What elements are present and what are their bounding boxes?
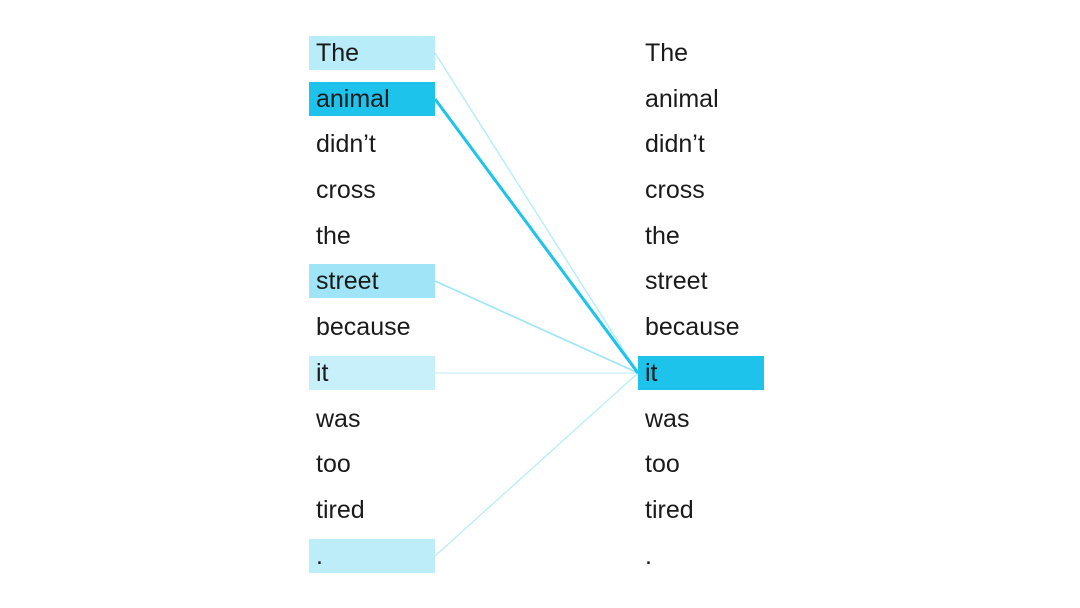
source-token-label: too <box>316 450 351 479</box>
source-token-8: was <box>309 402 435 436</box>
target-token-highlight <box>638 355 764 390</box>
source-token-label: because <box>316 313 411 342</box>
source-token-3: cross <box>309 173 435 207</box>
target-token-3: cross <box>638 173 764 207</box>
attention-link-1 <box>433 98 640 374</box>
target-token-8: was <box>638 402 764 436</box>
target-token-label: because <box>645 313 740 342</box>
target-token-highlight <box>638 539 764 573</box>
target-token-label: was <box>645 404 690 433</box>
target-token-0: The <box>638 36 764 70</box>
source-token-label: animal <box>316 84 390 113</box>
target-token-1: animal <box>638 82 764 116</box>
target-token-label: too <box>645 450 680 479</box>
source-token-2: didn’t <box>309 127 435 161</box>
target-token-2: didn’t <box>638 127 764 161</box>
target-token-10: tired <box>638 493 764 527</box>
source-token-4: the <box>309 219 435 253</box>
source-token-label: tired <box>316 495 365 524</box>
source-token-highlight <box>309 355 435 390</box>
target-token-label: street <box>645 267 708 296</box>
source-token-6: because <box>309 310 435 344</box>
source-token-10: tired <box>309 493 435 527</box>
source-token-label: was <box>316 404 361 433</box>
source-token-column: The animal didn’t cross the street because it wa… <box>309 36 435 584</box>
source-token-9: too <box>309 447 435 481</box>
source-token-highlight <box>309 538 435 573</box>
attention-link-5 <box>434 280 639 374</box>
source-token-highlight <box>309 36 435 70</box>
attention-link-0 <box>434 52 639 374</box>
source-token-5: street <box>309 264 435 299</box>
target-token-11: . <box>638 539 764 573</box>
target-token-7: it <box>638 355 764 390</box>
source-token-label: The <box>316 39 360 67</box>
target-token-label: it <box>645 358 658 387</box>
source-token-highlight <box>309 264 435 299</box>
target-token-label: The <box>645 39 689 67</box>
attention-link-11 <box>434 372 639 557</box>
target-token-label: the <box>645 221 680 250</box>
target-token-column: The animal didn’t cross the street because it wa… <box>638 36 764 584</box>
source-token-highlight <box>309 81 435 116</box>
source-token-0: The <box>309 36 435 70</box>
target-token-9: too <box>638 447 764 481</box>
target-token-label: didn’t <box>645 130 705 159</box>
target-token-5: street <box>638 264 764 298</box>
source-token-label: the <box>316 221 351 250</box>
source-token-7: it <box>309 355 435 390</box>
target-token-label: . <box>645 541 652 570</box>
source-token-label: street <box>316 267 379 296</box>
target-token-label: tired <box>645 495 694 524</box>
target-token-4: the <box>638 219 764 253</box>
target-token-6: because <box>638 310 764 344</box>
source-token-label: didn’t <box>316 130 376 159</box>
source-token-label: it <box>316 358 329 387</box>
source-token-label: . <box>316 541 323 570</box>
source-token-11: . <box>309 538 435 573</box>
source-token-1: animal <box>309 81 435 116</box>
source-token-label: cross <box>316 176 376 205</box>
target-token-label: animal <box>645 84 719 113</box>
target-token-label: cross <box>645 176 705 205</box>
